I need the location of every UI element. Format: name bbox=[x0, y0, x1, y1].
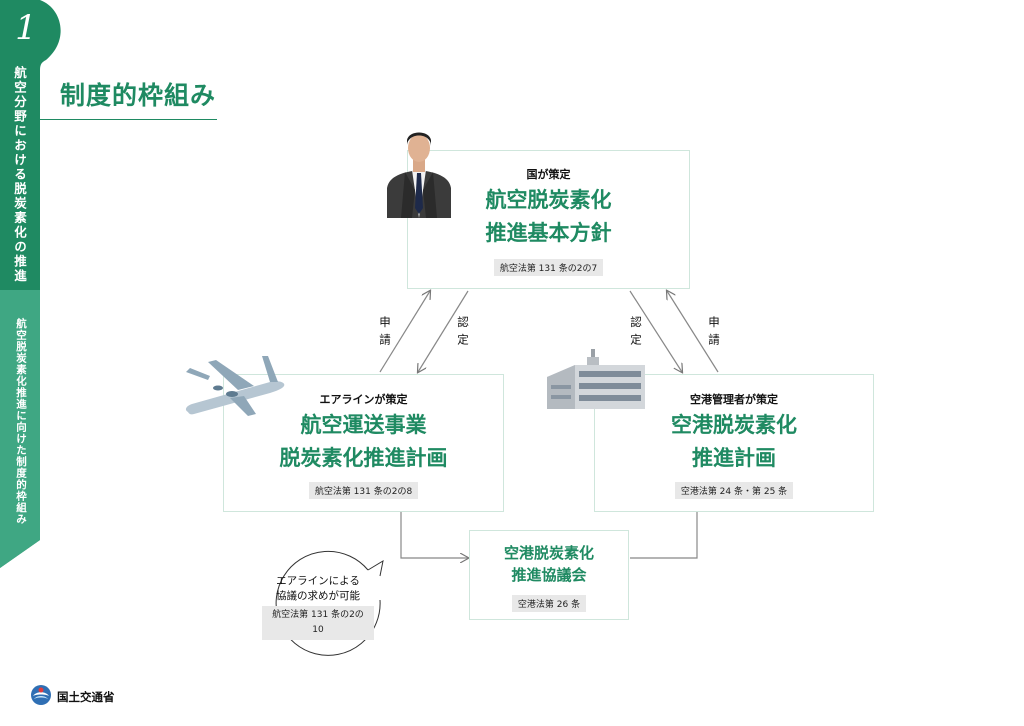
national-policy-line1: 航空脱炭素化 bbox=[485, 188, 612, 212]
subsection-title: 航空脱炭素化推進に向けた制度的枠組み bbox=[15, 318, 27, 525]
council-line1: 空港脱炭素化 bbox=[503, 544, 594, 562]
bubble-line2: 協議の求めが可能 bbox=[276, 590, 360, 602]
airport-plan-kicker: 空港管理者が策定 bbox=[690, 393, 778, 406]
national-policy-line2: 推進基本方針 bbox=[485, 221, 612, 245]
side-tab bbox=[0, 0, 61, 568]
arrow-certify-right bbox=[629, 290, 682, 372]
council-law: 空港法第 26 条 bbox=[511, 595, 587, 612]
airplane-icon bbox=[185, 356, 285, 416]
national-policy-box: 国が策定 航空脱炭素化 推進基本方針 航空法第 131 条の2の7 bbox=[407, 150, 690, 289]
arrow-certify-left bbox=[418, 290, 469, 372]
airline-plan-box: エアラインが策定 航空運送事業 脱炭素化推進計画 航空法第 131 条の2の8 bbox=[223, 374, 504, 512]
airport-plan-line2: 推進計画 bbox=[692, 446, 776, 470]
airport-building-icon bbox=[547, 349, 645, 409]
airline-plan-kicker: エアラインが策定 bbox=[319, 393, 408, 406]
airline-plan-line1: 航空運送事業 bbox=[300, 413, 427, 437]
section-title: 航空分野における脱炭素化の推進 bbox=[12, 66, 27, 284]
title-underline bbox=[40, 119, 217, 120]
label-apply-right: 申請 bbox=[707, 316, 721, 351]
businessman-icon bbox=[387, 132, 451, 218]
council-box: 空港脱炭素化 推進協議会 空港法第 26 条 bbox=[469, 530, 629, 620]
airport-plan-line1: 空港脱炭素化 bbox=[671, 413, 797, 437]
chapter-number: 1 bbox=[15, 8, 37, 48]
label-certify-left: 認定 bbox=[456, 316, 470, 351]
bubble-line1: エアラインによる bbox=[276, 575, 360, 587]
airport-plan-law: 空港法第 24 条・第 25 条 bbox=[674, 482, 794, 499]
arrow-apply-right bbox=[667, 291, 719, 373]
arrow-apply-left bbox=[379, 291, 430, 373]
mlit-logo-icon bbox=[31, 685, 51, 705]
org-name: 国土交通省 bbox=[57, 690, 115, 704]
label-apply-left: 申請 bbox=[378, 316, 392, 351]
airline-plan-law: 航空法第 131 条の2の8 bbox=[308, 482, 419, 499]
bubble-law: 航空法第 131 条の2の 10 bbox=[262, 606, 374, 640]
bubble-text: エアラインによる 協議の求めが可能 航空法第 131 条の2の 10 bbox=[262, 574, 374, 640]
arrow-airline-to-council bbox=[400, 512, 468, 558]
national-policy-law: 航空法第 131 条の2の7 bbox=[493, 259, 604, 276]
airline-plan-line2: 脱炭素化推進計画 bbox=[279, 446, 448, 470]
line-airport-to-council bbox=[630, 512, 698, 559]
council-line2: 推進協議会 bbox=[511, 566, 587, 584]
label-certify-right: 認定 bbox=[629, 316, 643, 351]
national-policy-kicker: 国が策定 bbox=[526, 168, 571, 181]
page-title: 制度的枠組み bbox=[60, 81, 217, 110]
